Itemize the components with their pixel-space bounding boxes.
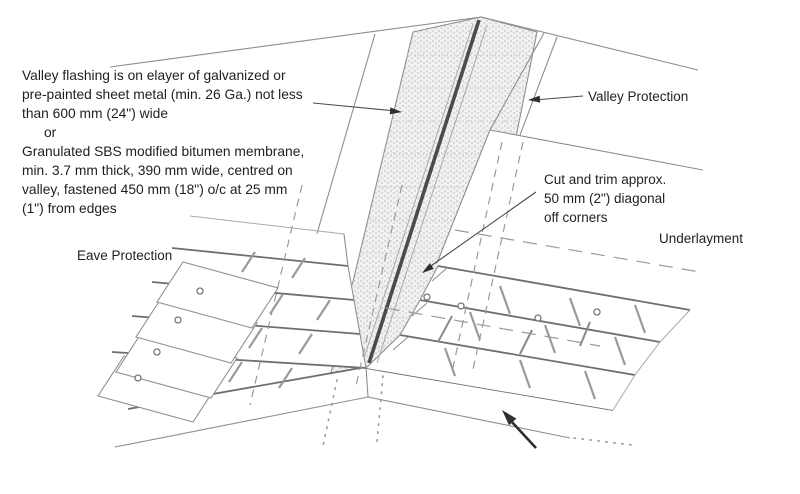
flashing-spec-note: Valley flashing is on elayer of galvaniz…: [22, 68, 304, 216]
cut-trim-label: Cut and trim approx. 50 mm (2") diagonal…: [544, 172, 666, 225]
valley-centerline: [363, 19, 488, 364]
right-roof-shingles: [365, 265, 691, 411]
note-line: valley, fastened 450 mm (18") o/c at 25 …: [22, 182, 287, 197]
note-line: or: [44, 125, 57, 140]
projection-dots: [322, 375, 384, 447]
nail-icon: [196, 287, 204, 295]
cut-trim-line: 50 mm (2") diagonal: [544, 191, 665, 206]
nail-icon: [457, 302, 465, 310]
loose-shingle: [115, 331, 238, 399]
cut-trim-line: Cut and trim approx.: [544, 172, 666, 187]
nail-icon: [593, 308, 601, 316]
eave-protection-label: Eave Protection: [77, 248, 172, 263]
flashing-note-leader-arrow: [312, 102, 402, 115]
nail-icon: [174, 316, 182, 324]
note-line: than 600 mm (24") wide: [22, 106, 168, 121]
loose-shingles: [97, 261, 279, 423]
note-line: pre-painted sheet metal (min. 26 Ga.) no…: [22, 87, 303, 102]
valley-protection-label: Valley Protection: [588, 89, 688, 104]
valley-protection-leader-arrow: [528, 95, 584, 103]
lap-lines-dashed: [249, 141, 701, 406]
note-line: (1") from edges: [22, 201, 117, 216]
nail-icon: [534, 314, 542, 322]
cut-trim-line: off corners: [544, 210, 608, 225]
note-line: Valley flashing is on elayer of galvaniz…: [22, 68, 286, 83]
loose-shingle: [135, 296, 258, 364]
nail-icon: [134, 374, 142, 382]
note-line: min. 3.7 mm thick, 390 mm wide, centred …: [22, 163, 293, 178]
nail-icon: [153, 348, 161, 356]
note-line: Granulated SBS modified bitumen membrane…: [22, 144, 304, 159]
cut-trim-leader-arrow: [422, 191, 537, 273]
ridge-lines: [109, 16, 699, 71]
underlayment-label: Underlayment: [659, 231, 743, 246]
nail-icon: [423, 293, 431, 301]
eave-arrow: [502, 410, 537, 449]
